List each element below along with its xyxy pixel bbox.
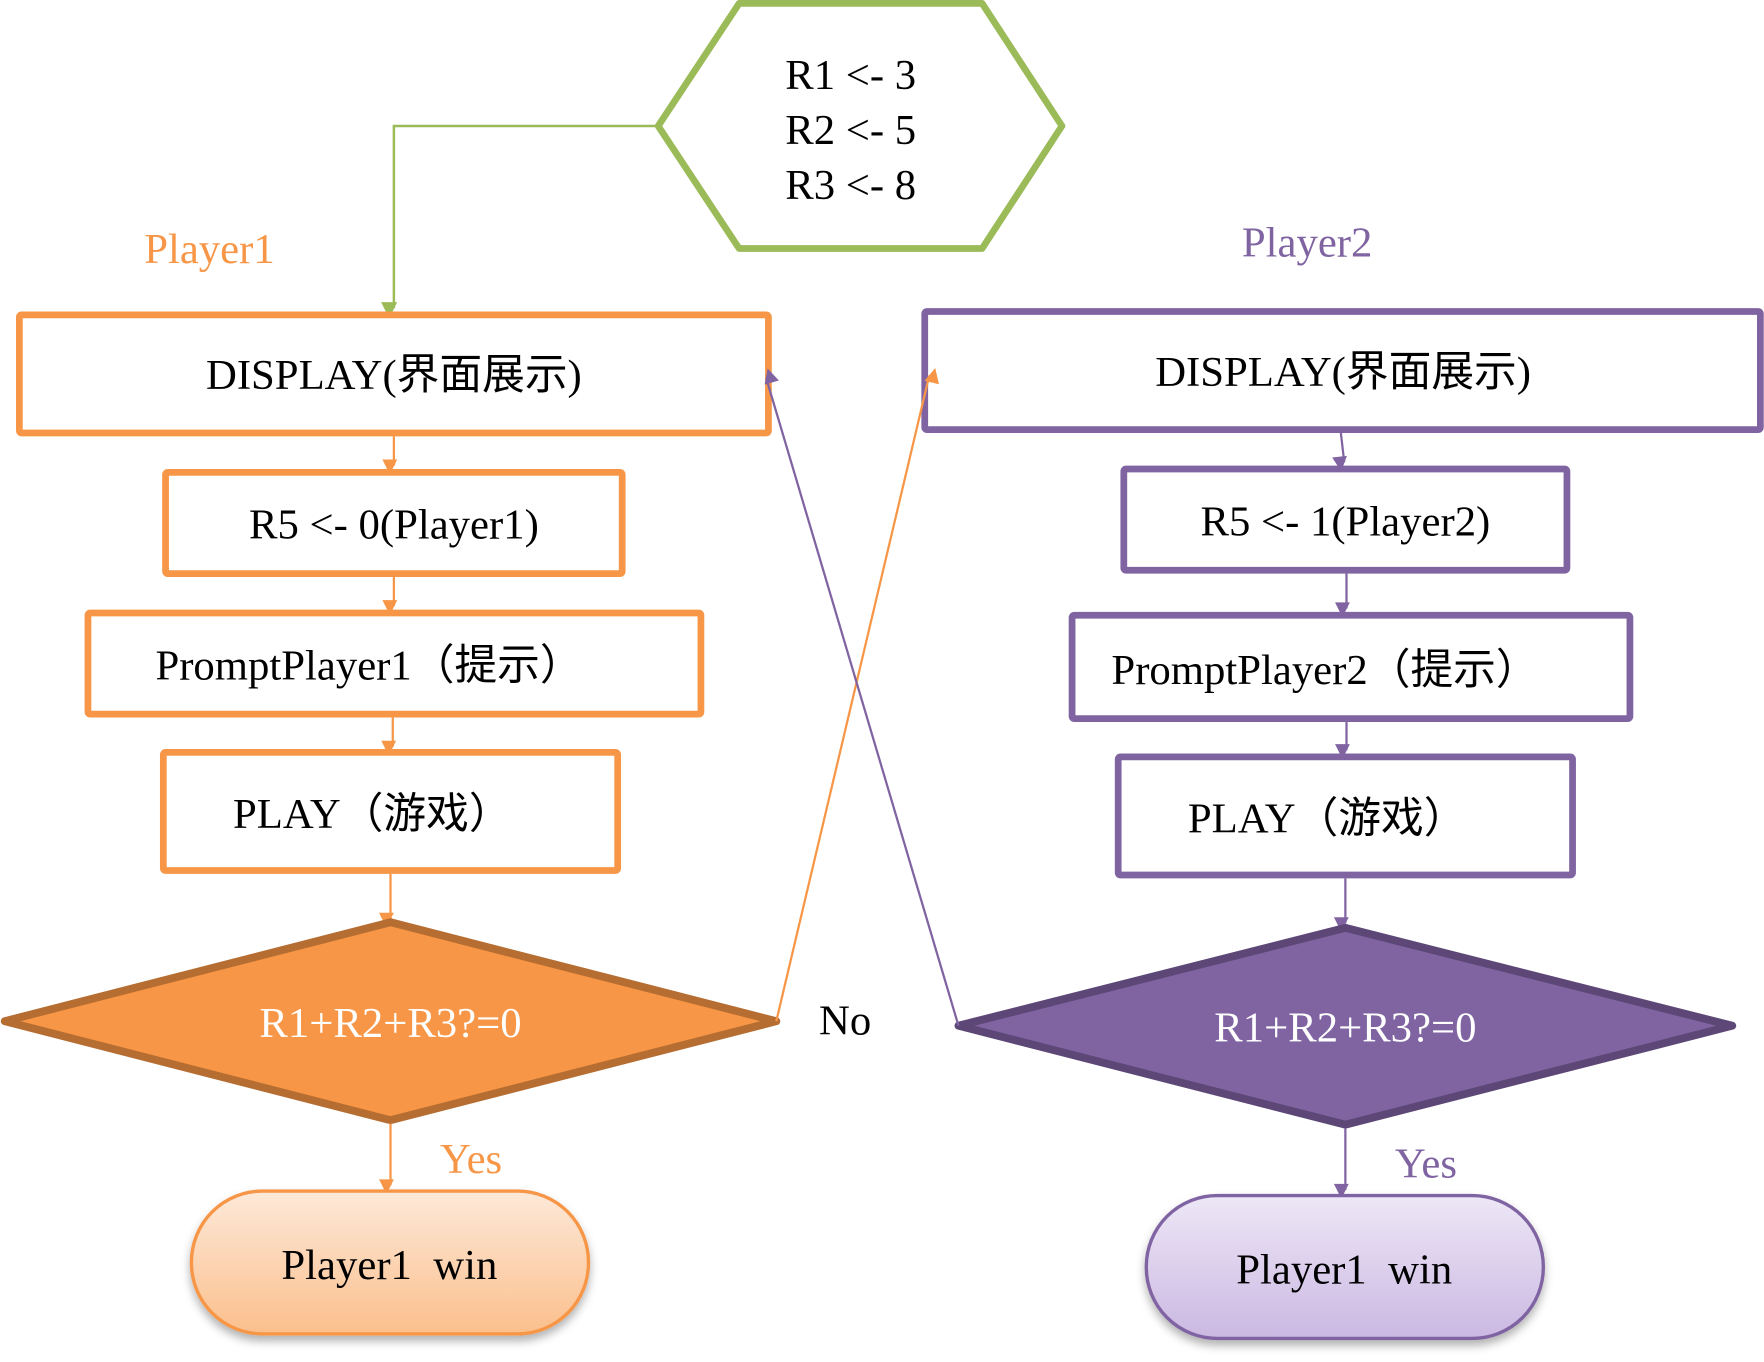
p1-terminal <box>189 1189 591 1336</box>
init-line-r2: R2 <- 5 <box>785 107 916 154</box>
p2-set-r5-box <box>1120 465 1571 574</box>
player1-column: DISPLAY(界面展示) R5 <- 0(Player1) PromptPla… <box>0 311 781 1336</box>
p1-display-label: DISPLAY(界面展示) <box>206 352 582 399</box>
p2-set-r5-label: R5 <- 1(Player2) <box>1200 498 1490 545</box>
p2-play-label: PLAY（游戏） <box>1188 795 1467 842</box>
player2-column: DISPLAY(界面展示) R5 <- 1(Player2) PromptPla… <box>921 308 1764 1341</box>
p1-prompt-box <box>84 609 705 718</box>
p2-yes-label: Yes <box>1395 1141 1457 1188</box>
p2-prompt-label: PromptPlayer2（提示） <box>1111 647 1538 694</box>
p1-decision-label: R1+R2+R3?=0 <box>259 1000 521 1047</box>
edge-p2-decision-no-to-p1-display <box>764 368 960 1027</box>
p1-prompt-label: PromptPlayer1（提示） <box>155 642 582 689</box>
lane-label-player2: Player2 <box>1242 219 1373 266</box>
edge-init-to-p1-display <box>381 124 659 319</box>
no-label: No <box>819 998 871 1045</box>
p1-decision-diamond <box>0 918 781 1125</box>
init-line-r3: R3 <- 8 <box>785 162 916 209</box>
p2-prompt-box <box>1068 611 1634 723</box>
p2-decision-label: R1+R2+R3?=0 <box>1214 1004 1476 1051</box>
lane-label-player1: Player1 <box>144 226 275 273</box>
p1-yes-label: Yes <box>440 1136 502 1183</box>
p1-set-r5-label: R5 <- 0(Player1) <box>249 502 539 549</box>
p2-terminal <box>1144 1193 1546 1341</box>
edge-p2-display-to-r5 <box>1332 432 1347 472</box>
p2-decision-diamond <box>954 923 1737 1129</box>
init-node: R1 <- 3 R2 <- 5 R3 <- 8 <box>654 0 1066 252</box>
edge-p1-decision-no-to-p2-display <box>775 368 939 1022</box>
p1-terminal-label: Player1 win <box>281 1242 497 1289</box>
p2-display-label: DISPLAY(界面展示) <box>1155 349 1531 396</box>
p1-play-box <box>159 749 622 874</box>
p2-play-box <box>1114 753 1576 879</box>
p1-play-label: PLAY（游戏） <box>233 791 512 838</box>
p1-set-r5-box <box>162 468 626 577</box>
init-line-r1: R1 <- 3 <box>785 52 916 99</box>
p2-terminal-label: Player1 win <box>1236 1246 1452 1293</box>
